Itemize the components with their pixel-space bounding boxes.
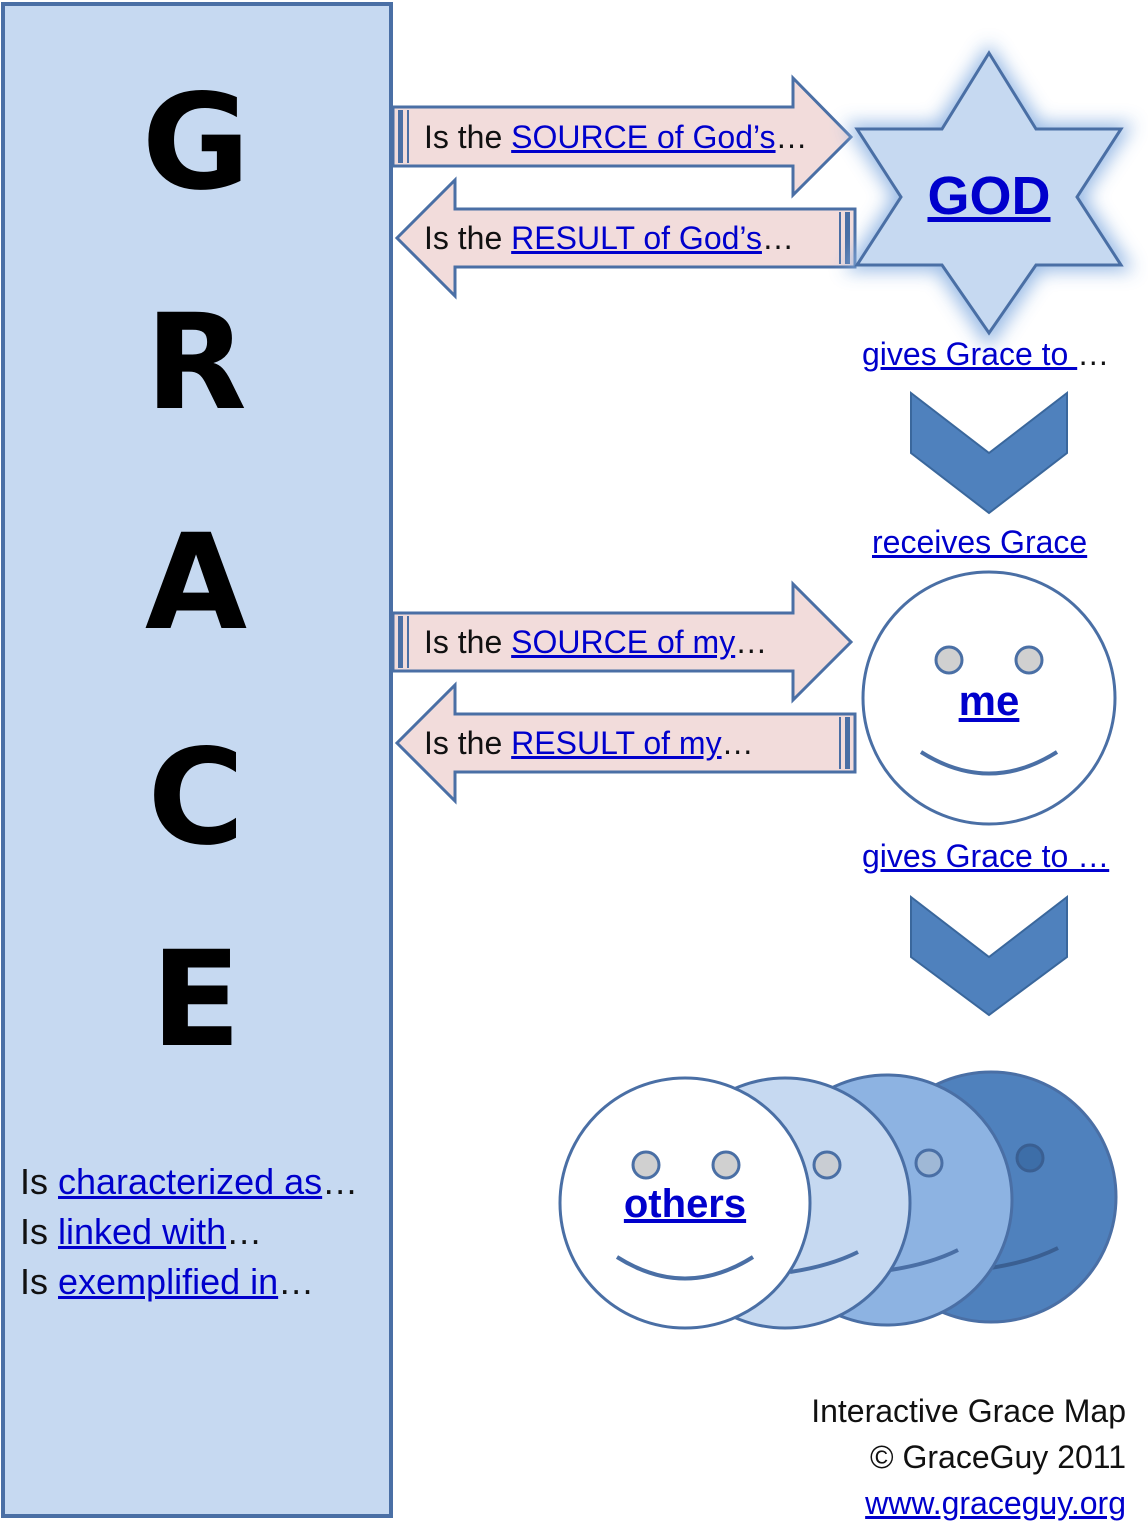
god-label-wrap: GOD bbox=[889, 165, 1089, 227]
me-link[interactable]: me bbox=[958, 677, 1020, 724]
grace-panel bbox=[1, 2, 393, 1518]
result-of-my-link[interactable]: RESULT of my bbox=[511, 725, 722, 761]
me-label-wrap: me bbox=[889, 676, 1089, 726]
receives-grace-link[interactable]: receives Grace bbox=[872, 524, 1088, 560]
result-of-gods-link[interactable]: RESULT of God’s bbox=[511, 220, 762, 256]
arrow-source-gods: Is the SOURCE of God’s… bbox=[424, 119, 808, 155]
others-face-1 bbox=[558, 1076, 812, 1330]
god-link[interactable]: GOD bbox=[927, 166, 1051, 226]
grace-letter-a: A bbox=[144, 506, 248, 660]
characterized-as-link[interactable]: characterized as bbox=[58, 1161, 323, 1202]
exemplified-in-link[interactable]: exemplified in bbox=[58, 1261, 279, 1302]
grace-letter-c: C bbox=[147, 721, 245, 875]
arrow-source-my: Is the SOURCE of my… bbox=[424, 624, 768, 660]
footer-copyright: © GraceGuy 2011 bbox=[870, 1439, 1126, 1475]
grace-letter-r: R bbox=[145, 286, 247, 440]
grace-letter-e: E bbox=[150, 923, 242, 1077]
source-of-gods-link[interactable]: SOURCE of God’s bbox=[511, 119, 776, 155]
gives-grace-to-2: gives Grace to … bbox=[862, 836, 1109, 876]
gives-grace-to-others-link[interactable]: gives Grace to … bbox=[862, 838, 1110, 874]
linked-with-line: Is linked with… bbox=[20, 1211, 263, 1252]
others-label-wrap: others bbox=[585, 1180, 785, 1228]
linked-with-link[interactable]: linked with bbox=[58, 1211, 227, 1252]
gives-grace-to-link[interactable]: gives Grace to bbox=[862, 336, 1078, 372]
arrow-source-my-shape bbox=[391, 580, 854, 704]
graceguy-url-link[interactable]: www.graceguy.org bbox=[865, 1485, 1126, 1521]
chevron-down-icon bbox=[910, 390, 1068, 515]
gives-grace-to-1: gives Grace to … bbox=[862, 336, 1110, 372]
arrow-result-my: Is the RESULT of my… bbox=[424, 725, 754, 761]
characterized-line: Is characterized as… bbox=[20, 1161, 359, 1202]
footer-url-wrap: www.graceguy.org bbox=[865, 1480, 1126, 1526]
receives-grace: receives Grace bbox=[872, 522, 1087, 562]
grace-letter-g: G bbox=[141, 66, 251, 220]
arrow-result-gods: Is the RESULT of God’s… bbox=[424, 220, 794, 256]
footer-title: Interactive Grace Map bbox=[811, 1393, 1126, 1429]
source-of-my-link[interactable]: SOURCE of my bbox=[511, 624, 736, 660]
exemplified-in-line: Is exemplified in… bbox=[20, 1261, 315, 1302]
god-star bbox=[844, 43, 1134, 349]
me-face bbox=[861, 570, 1117, 826]
chevron-down-icon bbox=[910, 894, 1068, 1017]
others-link[interactable]: others bbox=[623, 1182, 747, 1226]
arrow-source-gods-shape bbox=[391, 74, 854, 199]
arrow-result-gods-shape bbox=[394, 176, 857, 300]
arrow-result-my-shape bbox=[394, 681, 857, 805]
